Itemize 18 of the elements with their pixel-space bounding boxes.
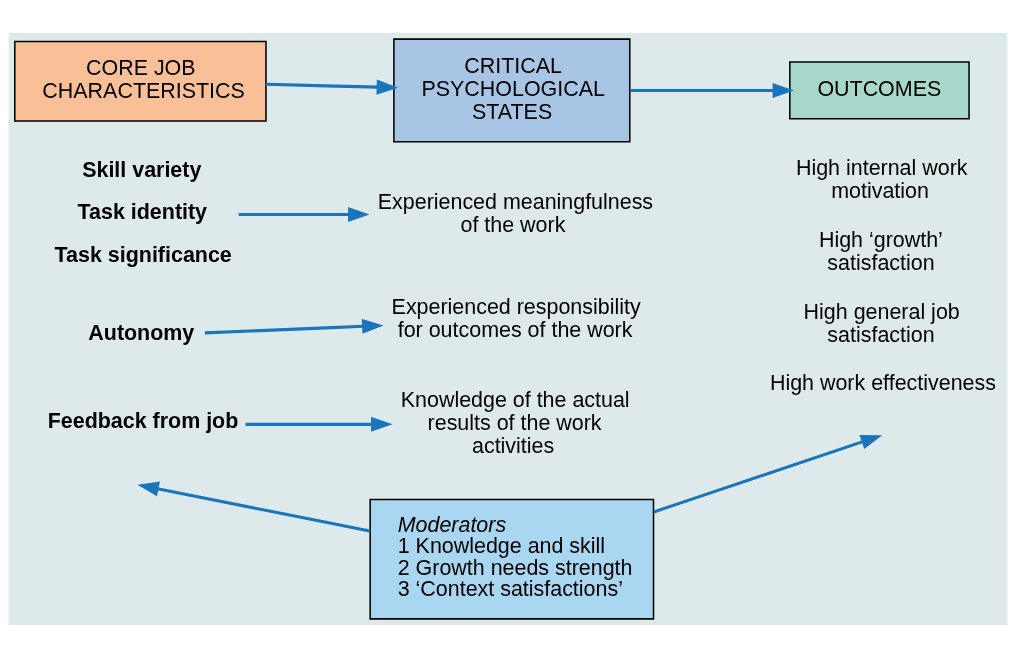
arrow bbox=[266, 79, 399, 95]
node-box: OUTCOMES bbox=[789, 61, 970, 120]
arrow bbox=[630, 82, 795, 98]
node-text: Experienced meaningfulness of the work bbox=[377, 189, 654, 237]
node-text: Autonomy bbox=[88, 320, 195, 345]
node-text: Experienced responsibility for outcomes of the work bbox=[391, 295, 641, 343]
arrow bbox=[653, 434, 883, 514]
node-box: CRITICAL PSYCHOLOGICAL STATES bbox=[393, 38, 631, 143]
node-text: Feedback from job bbox=[47, 409, 239, 434]
node-text: Knowledge of the actual results of the work activities bbox=[400, 388, 630, 458]
node-box: CORE JOB CHARACTERISTICS bbox=[14, 40, 267, 122]
node-text: Skill variety Task identity Task significance bbox=[54, 157, 232, 268]
arrow bbox=[238, 207, 370, 223]
arrow bbox=[137, 481, 370, 533]
node-text: High internal work motivation High ‘growth’ satisfaction High general job satisfaction High work effectiveness bbox=[769, 156, 996, 396]
arrow bbox=[204, 318, 384, 335]
node-box: Moderators 1 Knowledge and skill 2 Growth needs strength 3 ‘Context satisfactions’ bbox=[369, 498, 655, 620]
arrow bbox=[245, 416, 393, 432]
